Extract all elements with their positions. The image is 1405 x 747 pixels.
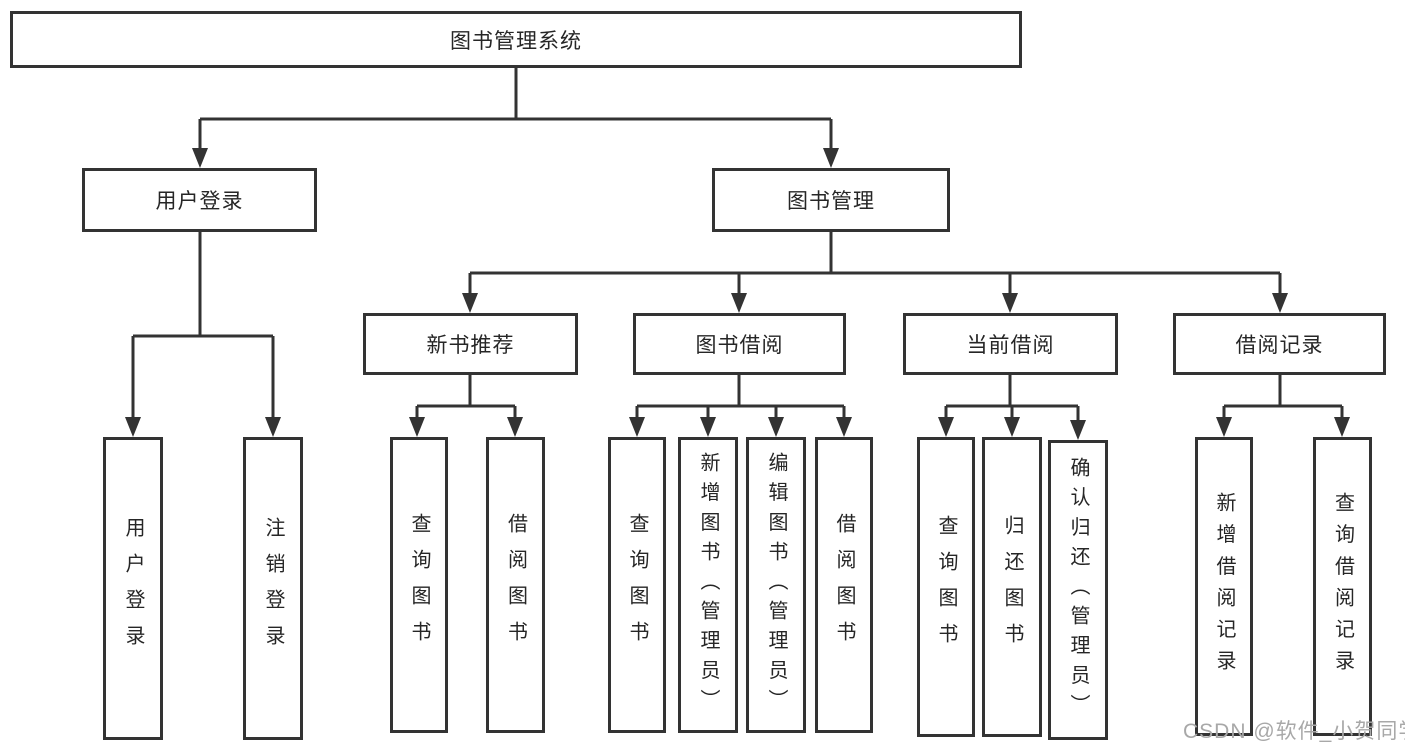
leaf-edit-books-admin-label: 编辑图书（管理员） — [765, 451, 787, 719]
leaf-logout: 注销登录 — [243, 437, 303, 740]
connector-recommend-to-leaves — [415, 375, 517, 419]
arrowheads — [125, 148, 1350, 440]
leaf-confirm-return-admin: 确认归还（管理员） — [1048, 440, 1108, 740]
leaf-borrow-query-books-label: 查询图书 — [626, 513, 648, 657]
node-library-system-label: 图书管理系统 — [450, 29, 582, 53]
node-book-borrow: 图书借阅 — [633, 313, 846, 375]
leaf-borrow-books-label: 借阅图书 — [833, 513, 855, 657]
node-borrow-records-label: 借阅记录 — [1235, 334, 1324, 357]
connector-records-to-leaves — [1222, 375, 1344, 419]
leaf-user-login: 用户登录 — [103, 437, 163, 740]
leaf-add-books-admin: 新增图书（管理员） — [678, 437, 738, 733]
node-book-management-label: 图书管理 — [787, 190, 875, 213]
leaf-current-query-books-label: 查询图书 — [935, 515, 957, 659]
leaf-logout-label: 注销登录 — [262, 516, 284, 661]
leaf-user-login-label: 用户登录 — [122, 516, 144, 661]
leaf-confirm-return-admin-label: 确认归还（管理员） — [1067, 456, 1089, 724]
node-current-borrow: 当前借阅 — [903, 313, 1118, 375]
node-borrow-records: 借阅记录 — [1173, 313, 1386, 375]
node-current-borrow-label: 当前借阅 — [966, 334, 1055, 357]
leaf-recommend-query-books: 查询图书 — [390, 437, 448, 733]
leaf-return-books: 归还图书 — [982, 437, 1042, 737]
connector-userlogin-to-leaves — [131, 232, 275, 419]
node-book-borrow-label: 图书借阅 — [695, 334, 784, 357]
leaf-borrow-books: 借阅图书 — [815, 437, 873, 733]
leaf-edit-books-admin: 编辑图书（管理员） — [746, 437, 806, 733]
leaf-borrow-query-books: 查询图书 — [608, 437, 666, 733]
leaf-current-query-books: 查询图书 — [917, 437, 975, 737]
connector-bookmgmt-to-level2 — [468, 232, 1282, 296]
csdn-watermark: CSDN @软件_小贺同学 — [1183, 720, 1405, 743]
leaf-query-borrow-record: 查询借阅记录 — [1313, 437, 1372, 736]
node-user-login: 用户登录 — [82, 168, 317, 232]
leaf-add-borrow-record: 新增借阅记录 — [1195, 437, 1253, 736]
connector-current-to-leaves — [944, 375, 1080, 422]
node-new-book-recommend-label: 新书推荐 — [426, 334, 515, 357]
leaf-query-borrow-record-label: 查询借阅记录 — [1331, 491, 1354, 682]
leaf-recommend-query-books-label: 查询图书 — [408, 513, 430, 657]
node-library-system: 图书管理系统 — [10, 11, 1022, 68]
leaf-add-borrow-record-label: 新增借阅记录 — [1213, 491, 1235, 682]
node-new-book-recommend: 新书推荐 — [363, 313, 578, 375]
node-book-management: 图书管理 — [712, 168, 950, 232]
node-user-login-label: 用户登录 — [155, 190, 244, 213]
leaf-return-books-label: 归还图书 — [1001, 515, 1023, 659]
leaf-add-books-admin-label: 新增图书（管理员） — [697, 451, 719, 719]
leaf-recommend-borrow-books: 借阅图书 — [486, 437, 545, 733]
leaf-recommend-borrow-books-label: 借阅图书 — [504, 513, 527, 657]
connector-borrow-to-leaves — [635, 375, 846, 419]
connector-root-to-level1 — [198, 68, 833, 150]
